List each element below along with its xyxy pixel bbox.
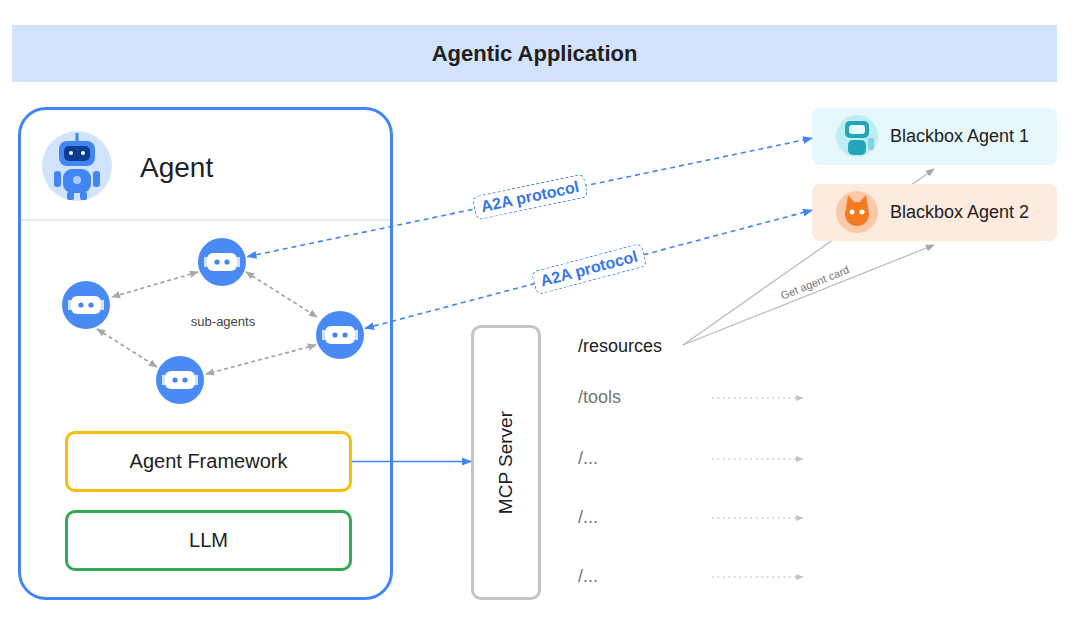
connector (247, 138, 812, 256)
cat-ear (846, 195, 856, 208)
node-text: Blackbox Agent 2 (890, 202, 1029, 223)
cat-ear (858, 195, 868, 208)
sub-agent-links (97, 272, 317, 374)
dotted-arrow (712, 517, 803, 519)
robot-face (849, 125, 865, 134)
agent-box: Blackbox Agent 1 (812, 108, 1057, 165)
agent-card-line (683, 169, 934, 345)
robot-face (64, 146, 90, 161)
llm-box: LLM (65, 510, 352, 571)
text-label: /resources (578, 336, 662, 358)
robot-antenna (76, 133, 79, 141)
text-label: /... (578, 507, 598, 529)
text-label: /tools (578, 387, 621, 409)
node-text: Agent Framework (130, 450, 288, 473)
text-label: /... (578, 566, 598, 588)
sub-agent-link (246, 272, 317, 317)
node-text: MCP Server (495, 411, 517, 514)
robot-arm (54, 171, 61, 187)
robot-eye (81, 151, 85, 155)
robot-light (73, 176, 81, 184)
sub-agent (316, 311, 364, 359)
robot-leg (67, 192, 74, 200)
robot-body (848, 140, 866, 155)
sub-agent-link (112, 272, 198, 297)
edge-label: A2A protocol (530, 243, 646, 295)
node-text: Blackbox Agent 1 (890, 126, 1029, 147)
sub-agent (198, 238, 246, 286)
robot-body (63, 169, 91, 193)
robot-leg (80, 192, 87, 200)
sub-agent (156, 356, 204, 404)
blackbox-cat-icon (836, 191, 878, 233)
connector (352, 461, 471, 463)
sub-agent-link (97, 329, 157, 367)
agent-card-line (683, 245, 934, 345)
title-band: Agentic Application (12, 25, 1057, 82)
robot-head (59, 141, 95, 166)
dotted-arrows (712, 398, 803, 577)
robot-arm (868, 138, 874, 150)
sub-agent (62, 281, 110, 329)
sub-agent-link (206, 345, 316, 374)
robot-eye (69, 151, 73, 155)
agent-robot-icon (42, 131, 112, 201)
separator-line (21, 219, 390, 221)
robot-arm (93, 171, 100, 187)
node-text: Agent (140, 151, 213, 185)
dotted-arrow (712, 458, 803, 460)
framework-box: Agent Framework (65, 431, 352, 492)
dotted-arrow (712, 397, 803, 399)
cat-head (845, 202, 869, 226)
text-label: sub-agents (191, 314, 255, 330)
icon-background (836, 115, 878, 157)
dotted-arrow (712, 576, 803, 578)
node-text: LLM (189, 529, 228, 552)
connector (365, 210, 812, 328)
cat-eye (850, 210, 855, 215)
text-label: /... (578, 448, 598, 470)
text-label: Get agent card (779, 263, 851, 302)
icon-background (42, 131, 112, 201)
server-box: MCP Server (471, 325, 541, 600)
cat-eye (860, 210, 865, 215)
agent-container: AgentAgent FrameworkLLM (18, 107, 393, 600)
edge-label: A2A protocol (472, 174, 588, 221)
icon-background (836, 191, 878, 233)
agent-box: Blackbox Agent 2 (812, 184, 1057, 241)
title-text: Agentic Application (432, 41, 638, 67)
blackbox-robot-icon (836, 115, 878, 157)
robot-head (845, 121, 869, 138)
